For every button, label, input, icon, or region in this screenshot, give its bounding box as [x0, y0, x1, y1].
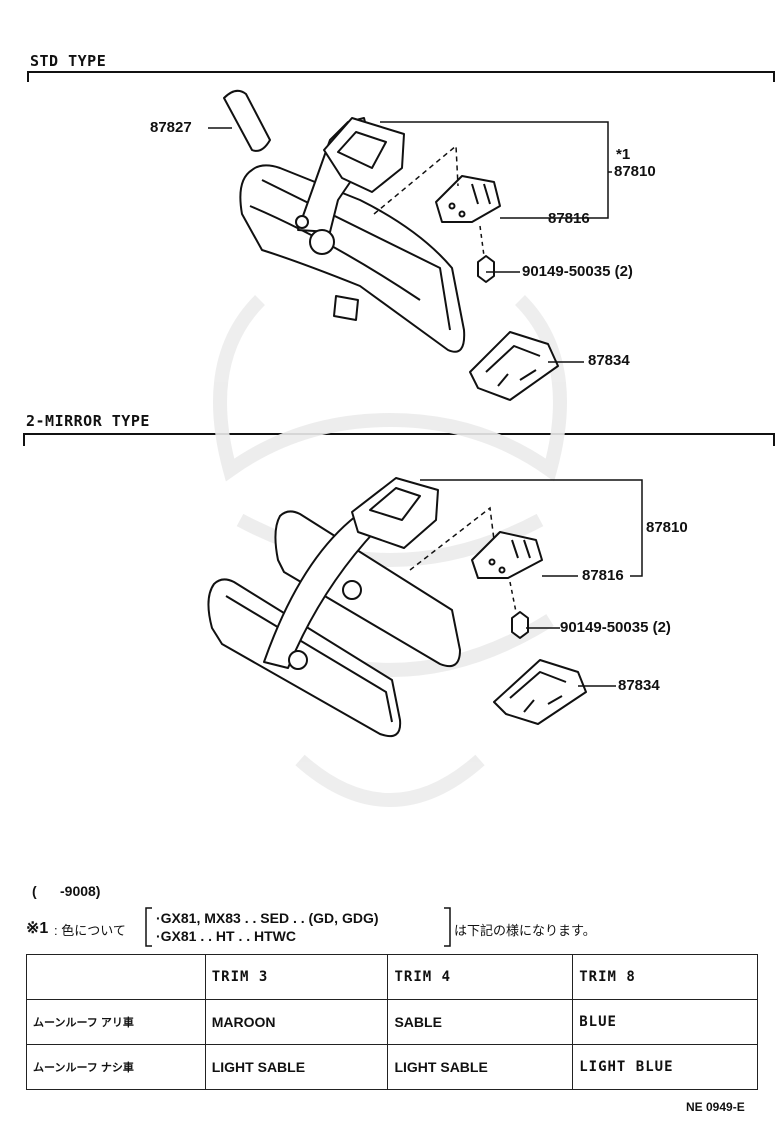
part-number-87834: 87834: [588, 352, 630, 369]
part-number-screw: 90149-50035 (2): [522, 263, 633, 280]
part-number-87834-2: 87834: [618, 677, 660, 694]
table-header-cell: TRIM 4: [387, 954, 574, 1000]
row-label: ムーンルーフ ナシ車: [26, 1044, 206, 1090]
part-number-87810: 87810: [614, 163, 656, 180]
row-label: ムーンルーフ アリ車: [26, 999, 206, 1045]
std-leader-lines: [208, 121, 612, 363]
part-number-screw-2: 90149-50035 (2): [560, 619, 671, 636]
table-cell: SABLE: [387, 999, 574, 1045]
note-brackets: [145, 907, 451, 947]
table-cell: MAROON: [204, 999, 389, 1045]
part-number-87827: 87827: [150, 119, 192, 136]
table-cell: LIGHT SABLE: [387, 1044, 574, 1090]
figure-code: NE 0949-E: [686, 1100, 745, 1114]
table-cell: BLUE: [572, 999, 758, 1045]
table-header-cell: TRIM 8: [572, 954, 758, 1000]
part-number-87816-2: 87816: [582, 567, 624, 584]
footnote-mark-note: ※1: [26, 920, 49, 937]
part-number-87816: 87816: [548, 210, 590, 227]
table-cell: LIGHT BLUE: [572, 1044, 758, 1090]
part-number-87810-2: 87810: [646, 519, 688, 536]
note-lead: : 色について: [54, 923, 126, 938]
date-range: ( -9008): [32, 883, 101, 899]
note-tail: は下記の様になります。: [454, 923, 596, 938]
table-header-row: TRIM 3 TRIM 4 TRIM 8: [26, 954, 758, 1000]
table-header-cell: TRIM 3: [204, 954, 389, 1000]
table-row: ムーンルーフ ナシ車 LIGHT SABLE LIGHT SABLE LIGHT…: [26, 1044, 758, 1090]
table-row: ムーンルーフ アリ車 MAROON SABLE BLUE: [26, 999, 758, 1045]
two-mirror-drawing: [207, 477, 587, 738]
two-mirror-type-label: 2-MIRROR TYPE: [26, 412, 150, 430]
table-header-cell: [26, 954, 206, 1000]
std-mirror-drawing: [223, 89, 559, 401]
note-line-2: ·GX81 . . HT . . HTWC: [156, 928, 297, 944]
note-line-1: ·GX81, MX83 . . SED . . (GD, GDG): [156, 910, 379, 926]
two-mirror-section-bracket: [23, 433, 775, 446]
table-cell: LIGHT SABLE: [204, 1044, 389, 1090]
trim-color-table: TRIM 3 TRIM 4 TRIM 8 ムーンルーフ アリ車 MAROON S…: [26, 954, 758, 1090]
footnote-mark: *1: [616, 146, 631, 163]
two-mirror-leader-lines: [409, 479, 643, 687]
std-type-label: STD TYPE: [30, 52, 107, 70]
std-section-bracket: [27, 71, 775, 82]
